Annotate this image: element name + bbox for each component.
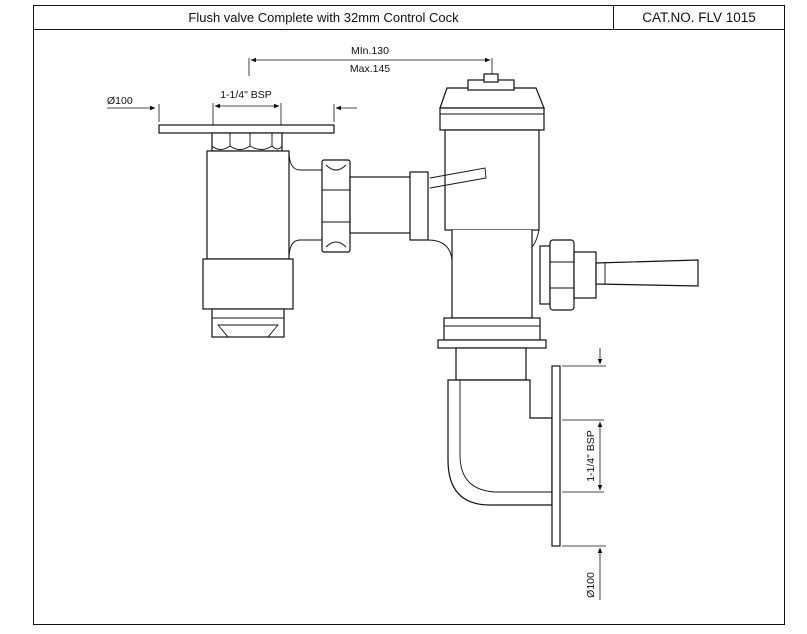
- drawing-title: Flush valve Complete with 32mm Control C…: [34, 6, 614, 30]
- valve-body: [427, 73, 699, 319]
- length-dimension: MIn.130 Max.145: [248, 45, 493, 76]
- inlet-thread-label: 1-1/4" BSP: [220, 89, 272, 101]
- inlet-flange-dimension: Ø100: [107, 95, 357, 122]
- length-min-label: MIn.130: [351, 45, 389, 57]
- inlet-flange-diameter-label: Ø100: [107, 95, 133, 107]
- catalog-number: CAT.NO. FLV 1015: [614, 6, 784, 30]
- outlet-thread-dimension: 1-1/4" BSP: [562, 419, 604, 493]
- outlet-flange-diameter-label: Ø100: [585, 572, 597, 598]
- outlet-flange-dimension: Ø100: [562, 348, 606, 600]
- inlet-thread-dimension: 1-1/4" BSP: [212, 89, 282, 125]
- length-max-label: Max.145: [350, 63, 390, 75]
- outlet-thread-label: 1-1/4" BSP: [585, 430, 597, 482]
- drawing-sheet: Flush valve Complete with 32mm Control C…: [33, 5, 785, 625]
- inlet-assembly: [158, 124, 335, 338]
- connector-assembly: [321, 159, 429, 253]
- outlet-assembly: [437, 317, 561, 547]
